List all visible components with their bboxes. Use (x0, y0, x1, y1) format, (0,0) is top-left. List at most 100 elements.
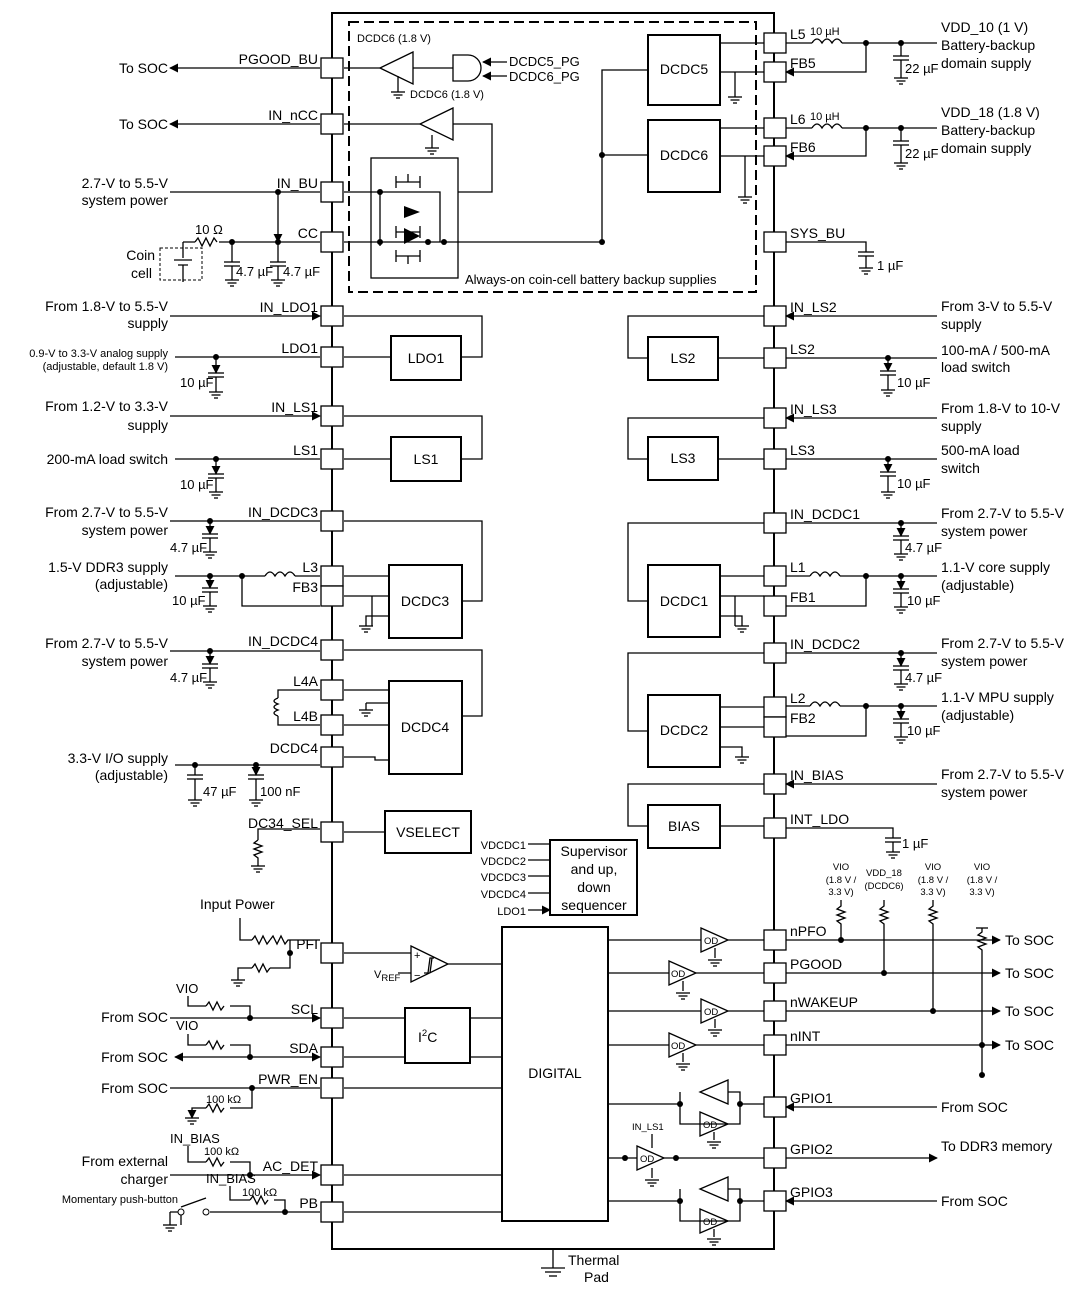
pb-bias-label: IN_BIAS (206, 1171, 256, 1186)
left-pin-box (320, 679, 344, 701)
dcdc2-in-2: system power (941, 653, 1028, 669)
right-pin-box (763, 407, 787, 429)
right-pin-box (763, 962, 787, 984)
sda-src: From SOC (101, 1049, 168, 1065)
left-pin-box (320, 585, 344, 607)
gpio3-src: From SOC (941, 1193, 1008, 1209)
vdd10-2: Battery-backup (941, 37, 1035, 53)
ls2-in-2: supply (941, 316, 981, 332)
od-buffers: OD OD OD OD OD OD IN_LS1 OD (608, 926, 764, 1246)
vdd18-3: domain supply (941, 140, 1031, 156)
left-pin-box (320, 231, 344, 253)
ls2-block (647, 336, 719, 381)
thermal-pad-label-2: Pad (584, 1269, 609, 1285)
sda-vio-label: VIO (176, 1018, 198, 1033)
ldo1-out-dest-2: (adjustable, default 1.8 V) (43, 361, 168, 373)
ls2-label: LS2 (671, 350, 696, 366)
i2c-label: I2C (418, 1028, 437, 1045)
dcdc2-label: DCDC2 (660, 722, 708, 738)
input-power-label: Input Power (200, 896, 275, 912)
right-pin-label: PGOOD (790, 956, 842, 972)
right-pin-box (763, 595, 787, 617)
dcdc1-in-2: system power (941, 523, 1028, 539)
backup-caption: Always-on coin-cell battery backup suppl… (465, 272, 717, 287)
svg-text:3.3 V): 3.3 V) (920, 887, 945, 898)
seq-in-vdcdc4: VDCDC4 (481, 889, 526, 901)
left-pin-box (320, 57, 344, 79)
and-gate (452, 54, 482, 82)
mpu-1: 1.1-V MPU supply (941, 689, 1054, 705)
right-pin-box (763, 231, 787, 253)
ddr3-dest-2: (adjustable) (95, 576, 168, 592)
right-pin-box (763, 61, 787, 83)
left-pin-label: IN_DCDC4 (248, 633, 318, 649)
ac-det-src-2: charger (121, 1171, 169, 1187)
dcdc1-label: DCDC1 (660, 593, 708, 609)
in-bu-src-1: 2.7-V to 5.5-V (82, 175, 169, 191)
left-pin-label: IN_LDO1 (260, 299, 319, 315)
gpio2-dest: To DDR3 memory (941, 1138, 1052, 1154)
mpu-2: (adjustable) (941, 707, 1014, 723)
left-pin-label: PB (299, 1195, 318, 1211)
right-pin-label: GPIO3 (790, 1184, 833, 1200)
right-pin-label: nINT (790, 1028, 821, 1044)
supervisor-label-1: Supervisor (561, 843, 628, 859)
core-2: (adjustable) (941, 577, 1014, 593)
right-pin-label: FB2 (790, 710, 816, 726)
right-pin-label: LS3 (790, 442, 815, 458)
bias-label: BIAS (668, 818, 700, 834)
left-pin-box (320, 1201, 344, 1223)
dcdc3-in-src-2: system power (82, 522, 169, 538)
left-pin-label: LS1 (293, 442, 318, 458)
left-pin-label: LDO1 (281, 340, 318, 356)
dcdc2-block (647, 694, 721, 768)
ldo1-in-src-1: From 1.8-V to 5.5-V (45, 298, 169, 314)
right-pin-box (763, 773, 787, 795)
right-pin-label: L5 (790, 26, 806, 42)
right-pin-label: IN_LS3 (790, 401, 837, 417)
left-pin-box (320, 405, 344, 427)
left-pin-label: L4B (293, 708, 318, 724)
right-pin-box (763, 448, 787, 470)
ls1-label: LS1 (414, 451, 439, 467)
pfi-comparator (410, 944, 450, 984)
right-pin-box (763, 305, 787, 327)
scl-vio-label: VIO (176, 981, 198, 996)
svg-text:OD: OD (703, 1217, 717, 1228)
right-pin-label: IN_DCDC2 (790, 636, 860, 652)
ddr3-cap: 10 µF (172, 593, 206, 608)
svg-text:(1.8 V /: (1.8 V / (918, 875, 949, 886)
dcdc2-in-1: From 2.7-V to 5.5-V (941, 635, 1065, 651)
ldo1-in-src-2: supply (128, 315, 168, 331)
digital-label: DIGITAL (528, 1065, 582, 1081)
left-pin-label: IN_LS1 (271, 399, 318, 415)
sequencer-inputs: VDCDC1 VDCDC2 VDCDC3 VDCDC4 LDO1 (481, 840, 550, 918)
ls2-out-1: 100-mA / 500-mA (941, 342, 1051, 358)
left-pin-label: IN_BU (277, 175, 318, 191)
dcdc1-block (647, 564, 721, 638)
left-pin-box (320, 639, 344, 661)
backup-switch (370, 157, 459, 279)
left-pin-box (320, 448, 344, 470)
dcdc6-label: DCDC6 (660, 147, 708, 163)
dcdc4-block (388, 680, 463, 775)
right-pin-label: IN_DCDC1 (790, 506, 860, 522)
ldo1-out-dest-1: 0.9-V to 3.3-V analog supply (29, 348, 168, 360)
svg-text:−: − (414, 970, 420, 982)
pwr-en-src: From SOC (101, 1080, 168, 1096)
ls3-cap: 10 µF (897, 476, 931, 491)
ac-det-bias-label: IN_BIAS (170, 1131, 220, 1146)
left-pin-box (320, 1164, 344, 1186)
dcdc6-pg-label: DCDC6_PG (509, 69, 580, 84)
left-pin-box (320, 565, 344, 587)
cc-cap-a: 4.7 µF (236, 264, 273, 279)
io-supply-dest-2: (adjustable) (95, 767, 168, 783)
right-pin-label: IN_LS2 (790, 299, 837, 315)
l5-cap: 22 µF (905, 61, 939, 76)
svg-text:OD: OD (704, 1007, 718, 1018)
left-pin-box (320, 1046, 344, 1068)
left-pin-label: SCL (291, 1001, 318, 1017)
vdd10-3: domain supply (941, 55, 1031, 71)
ls1-cap: 10 µF (180, 477, 214, 492)
left-pin-label: FB3 (292, 579, 318, 595)
